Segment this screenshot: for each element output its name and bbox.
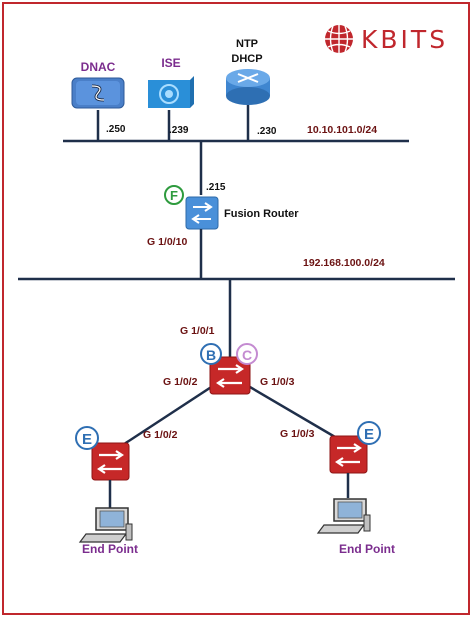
ise-addr: .239 xyxy=(169,125,189,136)
endpoint-left-label: End Point xyxy=(82,542,138,556)
switch-icon xyxy=(91,442,130,481)
core-port-up: G 1/0/1 xyxy=(180,325,215,337)
fusion-badge-letter: F xyxy=(170,188,178,203)
top-network-label: 10.10.101.0/24 xyxy=(307,124,377,136)
control-node-badge: C xyxy=(236,343,258,365)
edge-left-badge-letter: E xyxy=(82,431,92,448)
fusion-addr: .215 xyxy=(206,182,226,193)
edge-left-port: G 1/0/2 xyxy=(143,429,178,441)
edge-switch-left: E xyxy=(75,426,130,481)
dnac-label: DNAC xyxy=(81,60,116,74)
core-badge-b: B xyxy=(206,347,216,363)
border-node-badge: B xyxy=(200,343,222,365)
workstation-icon xyxy=(316,498,371,534)
brand-name: KBITS xyxy=(361,25,448,54)
core-port-left: G 1/0/2 xyxy=(163,376,198,388)
ntp-addr: .230 xyxy=(257,126,277,137)
switch-icon xyxy=(209,356,251,395)
diagram-frame xyxy=(2,2,470,615)
fusion-label: Fusion Router xyxy=(224,208,299,220)
fusion-badge: F xyxy=(164,185,184,205)
workstation-icon xyxy=(78,507,133,543)
fusion-router: F Fusion Router xyxy=(164,185,299,230)
endpoint-right-label: End Point xyxy=(339,542,395,556)
ise-icon xyxy=(148,76,194,108)
edge-badge-right: E xyxy=(357,421,381,445)
dnac-addr: .250 xyxy=(106,124,126,135)
core-badge-c: C xyxy=(242,347,252,363)
edge-right-badge-letter: E xyxy=(364,426,374,443)
core-port-right: G 1/0/3 xyxy=(260,376,295,388)
ntp-label: NTP xyxy=(236,38,258,50)
globe-icon xyxy=(325,25,353,53)
edge-badge-left: E xyxy=(75,426,99,450)
kbits-logo: KBITS xyxy=(325,25,448,54)
layer3-switch-icon xyxy=(185,196,219,230)
edge-right-port: G 1/0/3 xyxy=(280,428,315,440)
edge-switch-right: E xyxy=(329,421,381,474)
dhcp-label: DHCP xyxy=(231,53,262,65)
router-icon xyxy=(226,69,270,105)
middle-network-label: 192.168.100.0/24 xyxy=(303,257,385,269)
fusion-port-label: G 1/0/10 xyxy=(147,236,187,248)
dnac-icon xyxy=(71,77,125,109)
core-switch: B C xyxy=(200,343,258,395)
ise-label: ISE xyxy=(161,56,180,70)
